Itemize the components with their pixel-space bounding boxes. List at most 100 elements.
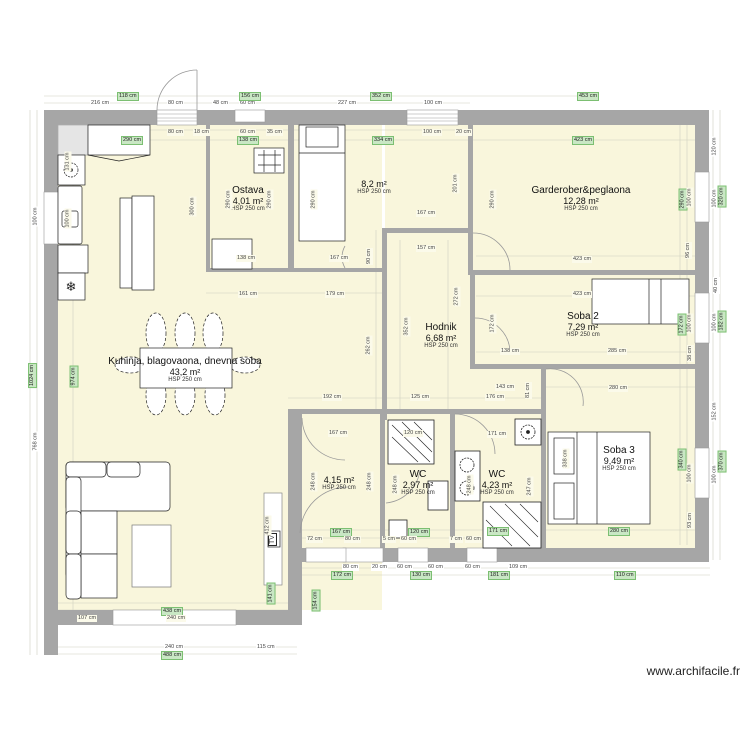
doors (156, 69, 584, 534)
dim-label-total: 171 cm (487, 527, 510, 536)
soba2-bed (591, 278, 690, 325)
dim-label-total: 488 cm (161, 651, 184, 660)
dim-label: 240 cm (164, 644, 185, 651)
dim-label: 60 cm (239, 129, 256, 136)
dim-label-total: 1024 cm (28, 362, 38, 389)
room-hsp: HSP 250 cm (168, 376, 202, 383)
dim-label-total: 352 cm (370, 92, 393, 101)
room-hsp: HSP 250 cm (480, 489, 514, 496)
room-hsp: HSP 250 cm (602, 465, 636, 472)
dim-label: 20 cm (455, 129, 472, 136)
room-label-wc2: WC 4,23 m² HSP 250 cm (480, 469, 514, 496)
room-hsp: HSP 250 cm (564, 205, 598, 212)
dim-label-total: 120 cm (408, 528, 431, 537)
dim-label: 20 cm (371, 564, 388, 571)
dim-label: 100 cm (686, 313, 694, 334)
dim-label: 138 cm (236, 255, 257, 262)
dim-label: 247 cm (526, 476, 534, 497)
dim-label: 7 cm (449, 536, 463, 543)
room-label-hodnik: Hodnik 6,68 m² HSP 250 cm (424, 322, 458, 349)
dim-label: 60 cm (464, 564, 481, 571)
dim-label: 192 cm (322, 394, 343, 401)
room-name: Hodnik (425, 322, 457, 333)
dim-label: 167 cm (329, 255, 350, 262)
dim-label-total: 141 cm (266, 582, 276, 605)
dim-label-total: 182 cm (717, 310, 727, 333)
room-label-soba2: Soba 2 7,29 m² HSP 250 cm (566, 311, 600, 338)
room-label-kitchen: Kuhinja, blagovaona, dnevna soba 43,2 m²… (108, 356, 261, 383)
dim-label: 93 cm (686, 512, 694, 529)
room-label-garderober: Garderober&peglaona 12,28 m² HSP 250 cm (532, 185, 631, 212)
dim-label-total: 320 cm (717, 185, 727, 208)
dim-label: 80 cm (167, 100, 184, 107)
dim-label: 161 cm (238, 291, 259, 298)
dim-label: 262 cm (365, 335, 373, 356)
bathroom-fixtures (387, 418, 542, 549)
dim-label-total: 423 cm (572, 136, 595, 145)
dim-label-total: 181 cm (488, 571, 511, 580)
dim-label-total: 110 cm (614, 571, 636, 580)
dim-label: 60 cm (465, 536, 482, 543)
dim-label: 201 cm (452, 173, 460, 194)
dim-label-total: 167 cm (330, 528, 353, 537)
room-area: 43,2 m² (169, 366, 201, 377)
room-area: 8,2 m² (361, 179, 387, 189)
room-name: WC (409, 469, 427, 480)
room-label-room415: 4,15 m² HSP 250 cm (322, 475, 356, 492)
dim-label: 248 cm (366, 471, 374, 492)
dim-label: 100 cm (32, 206, 40, 227)
dim-label: 167 cm (328, 430, 349, 437)
dim-label: 120 cm (403, 430, 424, 437)
dim-label: 171 cm (487, 431, 508, 438)
dim-label: 300 cm (189, 196, 197, 217)
room-area: 12,28 m² (563, 195, 599, 206)
room-name: Ostava (232, 185, 264, 196)
dim-label: 152 cm (711, 401, 719, 422)
dim-label: 5 cm (382, 536, 396, 543)
room-label-soba3: Soba 3 9,49 m² HSP 250 cm (602, 445, 636, 472)
fridge-snowflake-icon: ❄ (66, 279, 77, 294)
dim-label: 157 cm (416, 245, 437, 252)
room82-bed (298, 124, 346, 242)
dim-label: 290 cm (225, 189, 233, 210)
dim-label: 338 cm (562, 448, 570, 469)
dining-table (114, 312, 261, 416)
dim-label: 80 cm (342, 564, 359, 571)
room-name: Soba 3 (603, 445, 635, 456)
dim-label: 40 cm (712, 277, 720, 294)
ostava-furniture (211, 147, 285, 270)
dim-label: 100 cm (686, 187, 694, 208)
dim-label-total: 138 cm (237, 136, 260, 145)
dim-label: 412 cm (264, 515, 272, 536)
dim-label: 280 cm (608, 385, 629, 392)
dim-label: 290 cm (310, 189, 318, 210)
dim-label: 120 cm (711, 136, 719, 157)
dim-label: 107 cm (77, 615, 98, 622)
dim-label: 60 cm (396, 564, 413, 571)
windows (43, 109, 710, 626)
dim-label: 96 cm (684, 242, 692, 259)
dim-label: 35 cm (266, 129, 283, 136)
room-hsp: HSP 250 cm (566, 331, 600, 338)
room-hsp: HSP 250 cm (231, 205, 265, 212)
room-area: 4,01 m² (232, 195, 264, 206)
dim-label: 100 cm (422, 129, 443, 136)
dim-label: 248 cm (466, 474, 474, 495)
dim-label: 240 cm (166, 615, 187, 622)
dim-label: 423 cm (572, 256, 593, 263)
room-area: 2,97 m² (402, 479, 434, 490)
dim-label-total: 280 cm (608, 527, 631, 536)
dim-label: 143 cm (495, 384, 516, 391)
dim-label-total: 172 cm (677, 313, 687, 336)
dim-label: 423 cm (572, 291, 593, 298)
room-label-room82: 8,2 m² HSP 250 cm (357, 179, 391, 196)
dim-label: 167 cm (416, 210, 437, 217)
room-area: 7,29 m² (567, 321, 599, 332)
room-label-ostava: Ostava 4,01 m² HSP 250 cm (231, 185, 265, 212)
dim-label: 18 cm (193, 129, 210, 136)
dim-label: 100 cm (686, 463, 694, 484)
dim-label: 248 cm (310, 471, 318, 492)
room-name: Soba 2 (567, 311, 599, 322)
dim-label: 768 cm (32, 431, 40, 452)
